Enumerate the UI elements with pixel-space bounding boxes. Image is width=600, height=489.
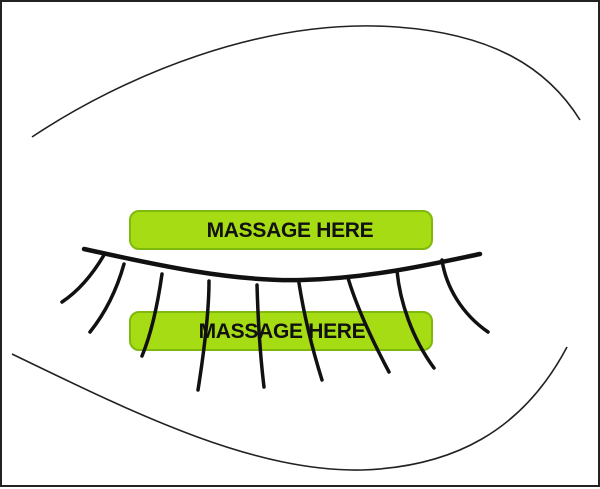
- lower-massage-zone: MASSAGE HERE: [129, 311, 433, 351]
- lower-massage-label: MASSAGE HERE: [199, 320, 366, 343]
- eyelash: [395, 269, 436, 370]
- eyelash: [196, 279, 211, 392]
- eyelash: [440, 258, 490, 334]
- closed-eye-icon: [81, 246, 483, 283]
- eyelash: [88, 262, 126, 334]
- eyelash-icon: [60, 253, 490, 392]
- upper-massage-label: MASSAGE HERE: [207, 219, 374, 242]
- lower-eye-outline: [11, 346, 568, 471]
- upper-massage-zone: MASSAGE HERE: [129, 210, 433, 250]
- eyelash: [60, 253, 106, 304]
- eyelash: [346, 276, 391, 374]
- upper-eyelid-outline: [31, 25, 581, 138]
- eyelash: [140, 272, 164, 358]
- eyelash: [255, 283, 266, 389]
- eyelash: [297, 281, 324, 382]
- upper-massage-zone-bar: [129, 210, 433, 250]
